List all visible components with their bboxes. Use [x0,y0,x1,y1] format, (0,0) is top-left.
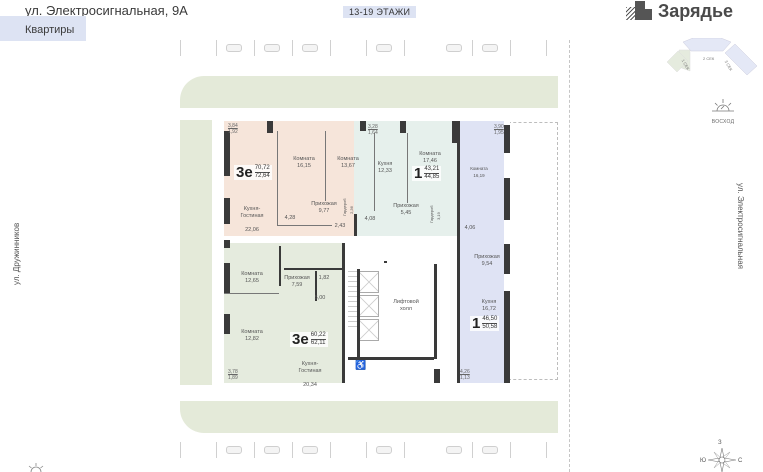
logo[interactable]: Зарядье [626,0,733,20]
green-zone-top [180,76,558,108]
compass-rose-icon [708,448,736,472]
lift-hall-label: Лифтовой холл [393,299,419,312]
sunrise-indicator: ВОСХОД [708,99,738,125]
section-2-label: 2 СЕК [703,56,715,61]
room-label: Прихожая 5,45 [393,203,419,216]
green-zone-bottom [180,401,558,433]
room-label: Гардероб 2,36 [342,198,354,216]
room-label: 1,82 [318,275,330,281]
street-left-text: ул. Дружинников [12,222,21,285]
accessibility-icon: ♿ [355,360,367,370]
address-title: ул. Электросигнальная, 9А [25,3,188,18]
room-label: Комната 12,65 [241,271,263,284]
sunrise-small-icon [28,463,44,472]
street-right-label: ул. Электросигнальная [736,183,745,269]
apartment-badge[interactable]: 3е 70,72 72,64 [234,164,272,181]
floors-badge: 13-19 ЭТАЖИ [343,6,417,18]
compass: З Ю С [700,440,750,472]
street-right-text: ул. Электросигнальная [736,183,745,269]
compass-north-label: З [718,440,722,446]
terrace-outline [508,122,558,380]
car-icon [446,44,462,52]
balcony-area: 3,78 1,89 [228,369,238,381]
room-label: Прихожая 9,54 [474,254,500,267]
car-icon [376,446,392,454]
car-icon [264,446,280,454]
room-label: Комната 13,67 [337,156,359,169]
apartment-badge[interactable]: 1 43,21 44,85 [412,165,442,182]
floor-plan: 3,84 1,92 Комната 16,15 Комната 13,67 Ку… [224,121,510,388]
car-icon [446,446,462,454]
room-label: 4,06 [464,225,476,231]
room-label: Комната 17,46 [419,151,441,164]
room-label: 5,00 [314,295,326,301]
parking-bottom [180,442,560,464]
car-icon [226,44,242,52]
green-zone-left [180,120,212,385]
parking-top [180,40,560,62]
room-label: Кухня- Гостиная 20,34 [298,361,322,388]
room-label: Комната 16,19 [470,166,488,178]
room-label: Кухня 12,33 [377,161,393,174]
compass-east-label: С [738,458,743,464]
tab-apartments[interactable]: Квартиры [0,16,86,41]
sunrise-icon [712,99,734,112]
car-icon [302,44,318,52]
balcony-area: 3,90 1,95 [494,124,504,136]
sunrise-label: ВОСХОД [711,119,735,125]
car-icon [482,44,498,52]
room-label: Кухня 16,72 [481,299,497,312]
balcony-area: 3,28 1,64 [368,124,378,136]
apartment-badge[interactable]: 1 46,50 50,58 [470,315,500,332]
room-label: Гардероб 3,19 [429,205,441,223]
car-icon [264,44,280,52]
logo-text: Зарядье [658,1,734,21]
compass-west-label: Ю [700,458,707,464]
logo-building-icon [626,1,654,20]
car-icon [482,446,498,454]
balcony-area: 3,84 1,92 [228,123,238,135]
apartment-badge[interactable]: 3е 60,22 62,11 [290,331,328,348]
room-label: Прихожая 9,77 [311,201,337,214]
room-label: 4,08 [364,216,376,222]
room-label: Комната 16,15 [293,156,315,169]
boundary-line [569,40,570,472]
room-label: Кухня- Гостиная 22,06 [240,206,264,233]
car-icon [376,44,392,52]
car-icon [302,446,318,454]
balcony-area: 4,26 1,13 [460,369,470,381]
room-label: 4,28 [284,215,296,221]
room-label: Комната 12,82 [241,329,263,342]
section-mini-map[interactable]: 1 СЕК 2 СЕК 3 СЕК [663,37,763,83]
section-map-icon [666,37,758,76]
room-label: Прихожая 7,59 [284,275,310,288]
car-icon [226,446,242,454]
room-label: 2,43 [334,223,346,229]
street-left-label: ул. Дружинников [12,223,21,285]
